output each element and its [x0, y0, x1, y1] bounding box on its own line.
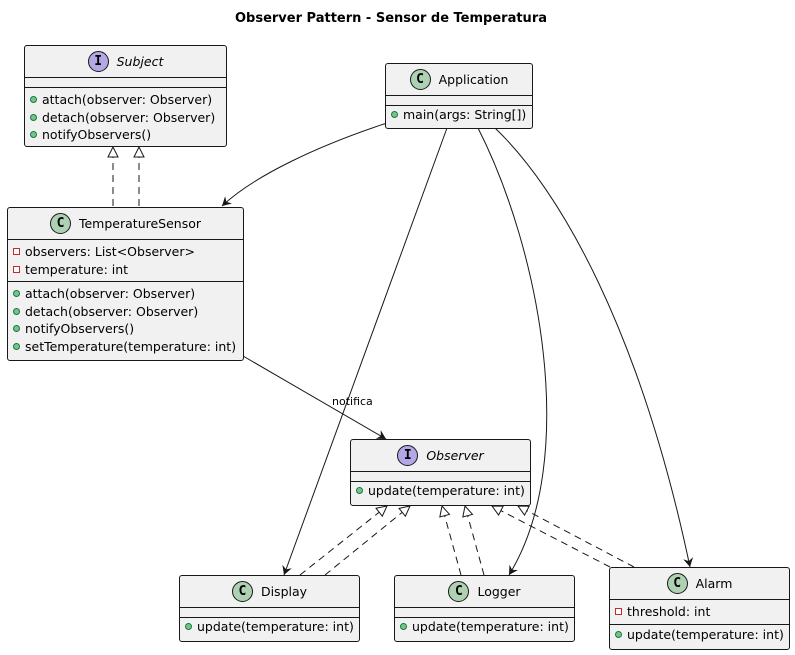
- private-icon: [615, 608, 622, 616]
- public-icon: [13, 307, 20, 315]
- public-icon: [30, 131, 37, 139]
- realization-logger-observer-2: [465, 506, 485, 576]
- method-row: attach(observer: Observer): [8, 285, 243, 303]
- method-row: update(temperature: int): [351, 482, 530, 500]
- assoc-app-display: [282, 127, 448, 576]
- assoc-app-alarm: [494, 127, 694, 568]
- public-icon: [615, 630, 622, 638]
- method-row: main(args: String[]): [386, 106, 532, 124]
- alarm-fields: threshold: int: [610, 600, 789, 625]
- temperature-sensor-header: C TemperatureSensor: [8, 208, 243, 240]
- temperature-sensor-methods: attach(observer: Observer) detach(observ…: [8, 282, 243, 358]
- subject-name: Subject: [116, 54, 164, 69]
- realization-display-observer-1: [299, 506, 387, 576]
- observer-interface[interactable]: I Observer update(temperature: int): [350, 439, 531, 506]
- alarm-class[interactable]: C Alarm threshold: int update(temperatur…: [609, 567, 790, 650]
- application-name: Application: [438, 72, 509, 87]
- alarm-header: C Alarm: [610, 568, 789, 600]
- method-row: attach(observer: Observer): [25, 91, 226, 109]
- logger-header: C Logger: [395, 576, 574, 608]
- public-icon: [400, 623, 407, 631]
- display-methods: update(temperature: int): [180, 618, 359, 639]
- public-icon: [185, 623, 192, 631]
- class-badge-icon: C: [666, 573, 688, 594]
- diagram-title: Observer Pattern - Sensor de Temperatura: [234, 11, 547, 26]
- public-icon: [30, 113, 37, 121]
- temperature-sensor-class[interactable]: C TemperatureSensor observers: List<Obse…: [7, 207, 244, 361]
- method-row: setTemperature(temperature: int): [8, 338, 243, 356]
- realization-display-observer-2: [324, 506, 410, 576]
- logger-methods: update(temperature: int): [395, 618, 574, 639]
- public-icon: [13, 290, 20, 298]
- logger-name: Logger: [477, 584, 521, 599]
- class-badge-icon: C: [448, 581, 470, 602]
- public-icon: [391, 111, 398, 119]
- logger-class[interactable]: C Logger update(temperature: int): [394, 575, 575, 642]
- public-icon: [30, 96, 37, 104]
- display-class[interactable]: C Display update(temperature: int): [179, 575, 360, 642]
- application-class[interactable]: C Application main(args: String[]): [385, 63, 533, 129]
- realization-alarm-observer-1: [492, 506, 611, 568]
- class-badge-icon: C: [49, 213, 71, 234]
- temperature-sensor-name: TemperatureSensor: [78, 216, 202, 231]
- assoc-app-logger: [477, 127, 548, 576]
- realization-logger-observer-1: [442, 506, 462, 576]
- subject-fields: [25, 78, 226, 88]
- private-icon: [13, 248, 20, 256]
- method-row: update(temperature: int): [610, 626, 789, 644]
- application-header: C Application: [386, 64, 532, 96]
- public-icon: [356, 487, 363, 495]
- alarm-methods: update(temperature: int): [610, 625, 789, 647]
- method-row: notifyObservers(): [25, 126, 226, 144]
- interface-badge-icon: I: [87, 51, 109, 72]
- method-row: notifyObservers(): [8, 320, 243, 338]
- class-badge-icon: C: [409, 69, 431, 90]
- observer-fields: [351, 472, 530, 482]
- application-methods: main(args: String[]): [386, 106, 532, 127]
- assoc-app-sensor: [221, 122, 388, 207]
- method-row: update(temperature: int): [395, 618, 574, 636]
- logger-fields: [395, 608, 574, 618]
- public-icon: [13, 325, 20, 333]
- realization-alarm-observer-2: [518, 506, 635, 568]
- observer-name: Observer: [426, 448, 484, 463]
- display-header: C Display: [180, 576, 359, 608]
- alarm-name: Alarm: [695, 576, 733, 591]
- subject-methods: attach(observer: Observer) detach(observ…: [25, 88, 226, 147]
- field-row: threshold: int: [610, 603, 789, 621]
- observer-methods: update(temperature: int): [351, 482, 530, 503]
- observer-header: I Observer: [351, 440, 530, 472]
- subject-interface[interactable]: I Subject attach(observer: Observer) det…: [24, 45, 227, 147]
- subject-header: I Subject: [25, 46, 226, 78]
- method-row: detach(observer: Observer): [8, 303, 243, 321]
- temperature-sensor-fields: observers: List<Observer> temperature: i…: [8, 240, 243, 282]
- private-icon: [13, 265, 20, 273]
- method-row: update(temperature: int): [180, 618, 359, 636]
- method-row: detach(observer: Observer): [25, 109, 226, 127]
- display-fields: [180, 608, 359, 618]
- assoc-sensor-observer: [242, 355, 387, 440]
- notifica-label: notifica: [332, 395, 373, 408]
- display-name: Display: [260, 584, 308, 599]
- public-icon: [13, 342, 20, 350]
- class-badge-icon: C: [231, 581, 253, 602]
- application-fields: [386, 96, 532, 106]
- field-row: observers: List<Observer>: [8, 243, 243, 261]
- interface-badge-icon: I: [397, 445, 419, 466]
- field-row: temperature: int: [8, 261, 243, 279]
